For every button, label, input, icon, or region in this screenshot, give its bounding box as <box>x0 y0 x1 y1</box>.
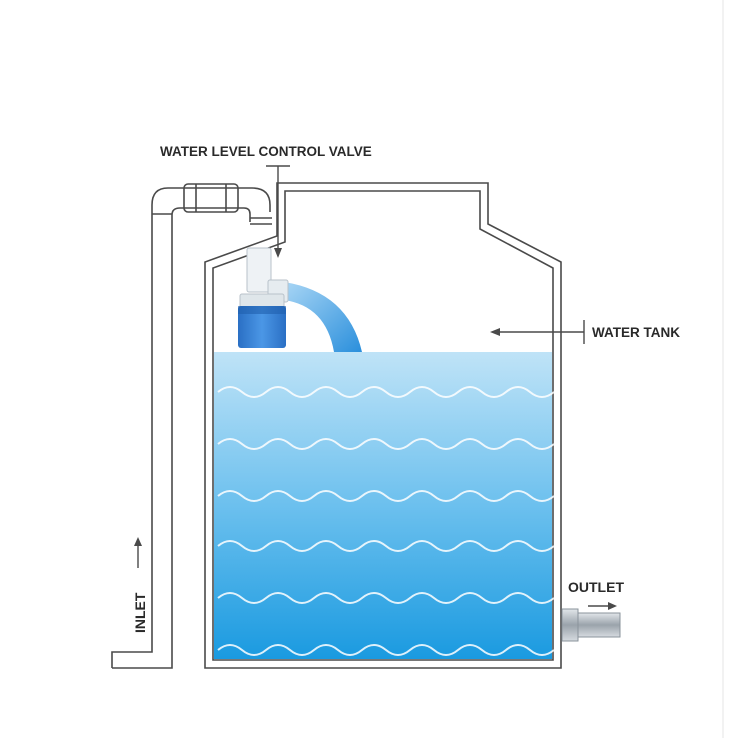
water-tank-outline <box>204 182 562 669</box>
water-body <box>214 352 552 659</box>
inlet-arrow <box>134 537 142 568</box>
valve-label: WATER LEVEL CONTROL VALVE <box>160 144 372 159</box>
float-arm <box>284 282 362 352</box>
water-waves <box>217 386 555 656</box>
tank-label: WATER TANK <box>592 325 680 340</box>
outlet-label: OUTLET <box>568 579 624 595</box>
valve-float <box>238 306 286 348</box>
control-valve <box>238 247 289 348</box>
valve-pointer <box>266 165 290 258</box>
outlet-arrow <box>588 602 617 610</box>
inlet-pipe <box>111 183 272 669</box>
outlet-pipe <box>561 608 621 642</box>
tank-pointer <box>490 320 585 344</box>
pipe-coupling <box>183 183 239 213</box>
inlet-label: INLET <box>132 592 148 633</box>
